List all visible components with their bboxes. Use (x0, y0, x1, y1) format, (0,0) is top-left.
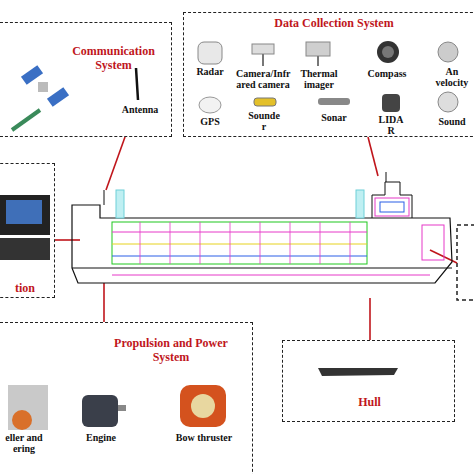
group-box: Communication System (0, 22, 172, 137)
component-label: Thermal imager (294, 68, 344, 90)
component-label: Sound (430, 116, 474, 127)
control-station-icon (0, 195, 50, 260)
group-heading: Propulsion and Power System (96, 337, 246, 365)
component-label: Camera/Infr ared camera (236, 68, 290, 90)
component-label: Antenna (115, 104, 165, 115)
component-label: An velocity (430, 66, 474, 88)
component-label: LIDA R (378, 114, 404, 136)
group-heading: tion (0, 282, 54, 296)
propulsion-icons (8, 385, 226, 430)
group-box: Hull (282, 340, 455, 422)
component-label: Bow thruster (172, 432, 236, 443)
ship-drawing (72, 172, 452, 283)
component-label: Compass (362, 68, 412, 79)
group-heading: Data Collection System (224, 17, 444, 31)
hull-icon (318, 368, 398, 376)
component-label: Radar (190, 66, 230, 77)
communication-icons (12, 65, 138, 130)
group-box: tion (0, 163, 55, 298)
component-label: Sonar (314, 112, 354, 123)
partial-box (457, 225, 474, 300)
group-box: Propulsion and Power System (0, 322, 253, 474)
group-heading: Communication System (66, 45, 161, 73)
component-label: Sounde r (246, 110, 282, 132)
component-label: Engine (78, 432, 124, 443)
leader-lines (55, 137, 457, 340)
component-label: eller and ering (0, 432, 48, 454)
group-heading: Hull (333, 396, 406, 410)
sensor-icons (198, 41, 458, 113)
component-label: GPS (190, 116, 230, 127)
